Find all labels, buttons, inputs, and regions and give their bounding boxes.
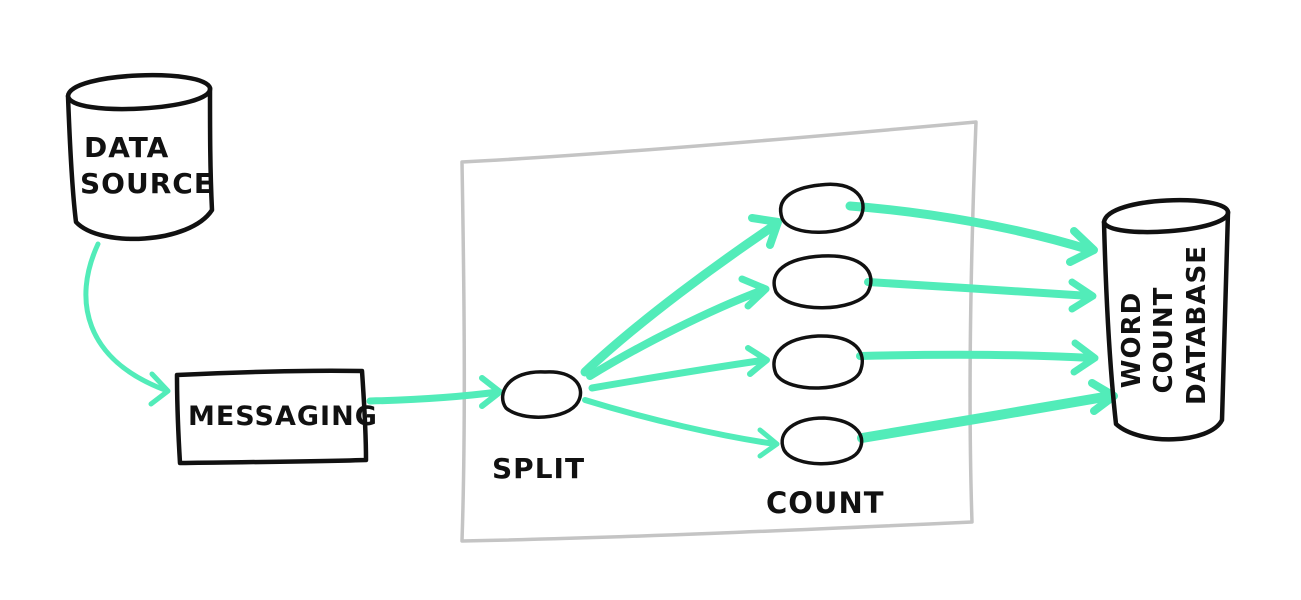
data-source-cylinder-body	[65, 85, 215, 242]
edge-count-2-database	[864, 278, 1094, 300]
count-ellipse-4	[780, 416, 864, 466]
arrowhead-count-1	[748, 214, 782, 249]
edge-messaging-split	[366, 388, 502, 405]
split-node: SPLIT	[492, 370, 585, 485]
arrowhead-count-3	[745, 345, 770, 377]
count-ellipse-2	[772, 254, 873, 310]
count-label: COUNT	[766, 486, 885, 520]
processing-frame	[460, 120, 978, 543]
arrowhead-count-2	[738, 275, 770, 310]
arrowhead-messaging	[148, 371, 171, 407]
edge-count-3-database	[856, 350, 1096, 362]
count-ellipse-3	[772, 334, 864, 390]
edge-split-count-4	[582, 397, 778, 447]
database-label-line1: WORD	[1117, 292, 1147, 388]
edge-count-1-database	[845, 201, 1095, 255]
database-cylinder-top	[1101, 198, 1231, 235]
split-ellipse	[500, 370, 583, 419]
arrowhead-count-4	[757, 427, 780, 459]
flow-arrows	[83, 201, 1118, 459]
count-node-group: COUNT	[766, 182, 885, 520]
edge-split-count-1	[580, 220, 780, 377]
messaging-box	[174, 368, 369, 466]
edge-datasource-messaging	[83, 241, 168, 393]
count-ellipse-1	[778, 182, 865, 234]
data-source-cylinder-top	[65, 72, 213, 112]
edge-count-4-database	[857, 391, 1115, 443]
data-source-label-line2: SOURCE	[80, 167, 214, 200]
arrowhead-database-3	[1070, 339, 1099, 376]
messaging-label: MESSAGING	[188, 401, 378, 432]
database-label-line2: COUNT	[1149, 287, 1179, 394]
data-source-label-line1: DATA	[84, 131, 169, 164]
database-label-line3: DATABASE	[1182, 245, 1212, 405]
database-cylinder-body	[1101, 209, 1231, 442]
word-count-database-node: WORD COUNT DATABASE	[1101, 198, 1231, 442]
arrowhead-database-1	[1066, 227, 1098, 266]
arrowhead-split	[479, 375, 503, 409]
messaging-node: MESSAGING	[174, 368, 378, 466]
edge-split-count-3	[588, 356, 769, 392]
data-source-node: DATA SOURCE	[65, 72, 215, 242]
split-label: SPLIT	[492, 452, 585, 485]
edge-split-count-2	[586, 286, 767, 380]
arrowhead-database-2	[1068, 278, 1097, 313]
